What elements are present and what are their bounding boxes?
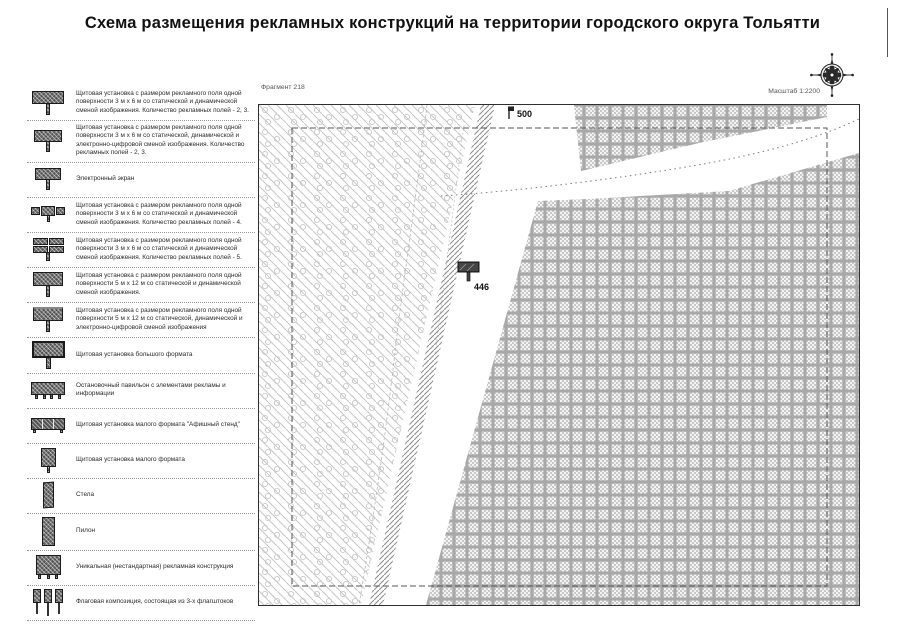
fragment-label: Фрагмент 218 bbox=[261, 84, 305, 91]
billboard-3x6-5-fields-icon bbox=[32, 237, 64, 261]
billboard-5x12-digital-icon bbox=[33, 306, 63, 332]
marker-label: 446 bbox=[474, 282, 489, 292]
legend: Щитовая установка с размером рекламного … bbox=[27, 86, 255, 621]
billboard-3x6-digital-2-3-fields-icon bbox=[34, 129, 62, 152]
poster-stand-icon bbox=[31, 417, 65, 433]
map-canvas: 500 446 bbox=[259, 104, 860, 606]
legend-item-label: Щитовая установка с размером рекламного … bbox=[76, 201, 242, 226]
marker-label: 500 bbox=[517, 109, 532, 119]
built-area-top bbox=[574, 105, 827, 171]
legend-row: Остановочный павильон с элементами рекла… bbox=[27, 374, 255, 409]
billboard-5x12-icon bbox=[33, 271, 63, 297]
legend-row: Стела bbox=[27, 479, 255, 514]
inner-frame bbox=[291, 127, 828, 587]
billboard-marker-icon: 446 bbox=[457, 261, 489, 292]
legend-item-label: Пилон bbox=[76, 527, 96, 535]
page-title: Схема размещения рекламных конструкций н… bbox=[84, 14, 821, 32]
unique-construction-icon bbox=[35, 555, 61, 580]
large-format-billboard-icon bbox=[31, 340, 65, 369]
legend-row: Щитовая установка большого формата bbox=[27, 338, 255, 374]
legend-row: Щитовая установка с размером рекламного … bbox=[27, 121, 255, 163]
page-edge-mark bbox=[887, 8, 888, 57]
scale-label: Масштаб 1:2200 bbox=[768, 88, 820, 95]
legend-row: Щитовая установка с размером рекламного … bbox=[27, 303, 255, 338]
legend-row: Щитовая установка малого формата "Афишны… bbox=[27, 409, 255, 444]
legend-row: Щитовая установка с размером рекламного … bbox=[27, 233, 255, 268]
legend-row: Пилон bbox=[27, 514, 255, 551]
map-fragment: 500 446 bbox=[258, 104, 860, 606]
legend-item-label: Щитовая установка с размером рекламного … bbox=[76, 236, 242, 261]
stela-icon bbox=[42, 481, 54, 509]
legend-item-label: Щитовая установка с размером рекламного … bbox=[76, 89, 249, 114]
legend-item-label: Щитовая установка малого формата bbox=[76, 456, 185, 464]
compass-rose-icon bbox=[809, 52, 855, 103]
road-median-strip bbox=[369, 105, 495, 605]
legend-row: Щитовая установка малого формата bbox=[27, 444, 255, 479]
built-area-main bbox=[426, 153, 859, 605]
legend-row: Уникальная (нестандартная) рекламная кон… bbox=[27, 551, 255, 586]
legend-row: Электронный экран bbox=[27, 163, 255, 198]
legend-item-label: Щитовая установка с размером рекламного … bbox=[76, 271, 242, 296]
small-format-billboard-icon bbox=[40, 447, 56, 473]
legend-row: Щитовая установка с размером рекламного … bbox=[27, 86, 255, 121]
bus-shelter-icon bbox=[31, 381, 65, 399]
legend-item-label: Щитовая установка малого формата "Афишны… bbox=[76, 421, 240, 429]
legend-row: Щитовая установка с размером рекламного … bbox=[27, 198, 255, 233]
legend-item-label: Флаговая композиция, состоящая из 3-х фл… bbox=[76, 598, 234, 606]
electronic-screen-icon bbox=[35, 168, 61, 191]
pylon-icon bbox=[41, 516, 55, 546]
legend-row: Щитовая установка с размером рекламного … bbox=[27, 268, 255, 303]
legend-item-label: Щитовая установка с размером рекламного … bbox=[76, 124, 245, 157]
legend-item-label: Стела bbox=[76, 491, 95, 499]
billboard-3x6-2-3-fields-icon bbox=[32, 90, 64, 115]
legend-item-label: Электронный экран bbox=[76, 175, 135, 183]
vegetation-area bbox=[259, 104, 475, 606]
legend-item-label: Уникальная (нестандартная) рекламная кон… bbox=[76, 563, 234, 571]
billboard-marker-icon: 500 bbox=[508, 106, 532, 119]
legend-item-label: Остановочный павильон с элементами рекла… bbox=[76, 381, 226, 398]
legend-row: Флаговая композиция, состоящая из 3-х фл… bbox=[27, 586, 255, 621]
billboard-3x6-4-fields-icon bbox=[31, 206, 65, 223]
flag-composition-icon bbox=[33, 588, 63, 616]
legend-item-label: Щитовая установка большого формата bbox=[76, 350, 193, 358]
legend-item-label: Щитовая установка с размером рекламного … bbox=[76, 306, 243, 331]
